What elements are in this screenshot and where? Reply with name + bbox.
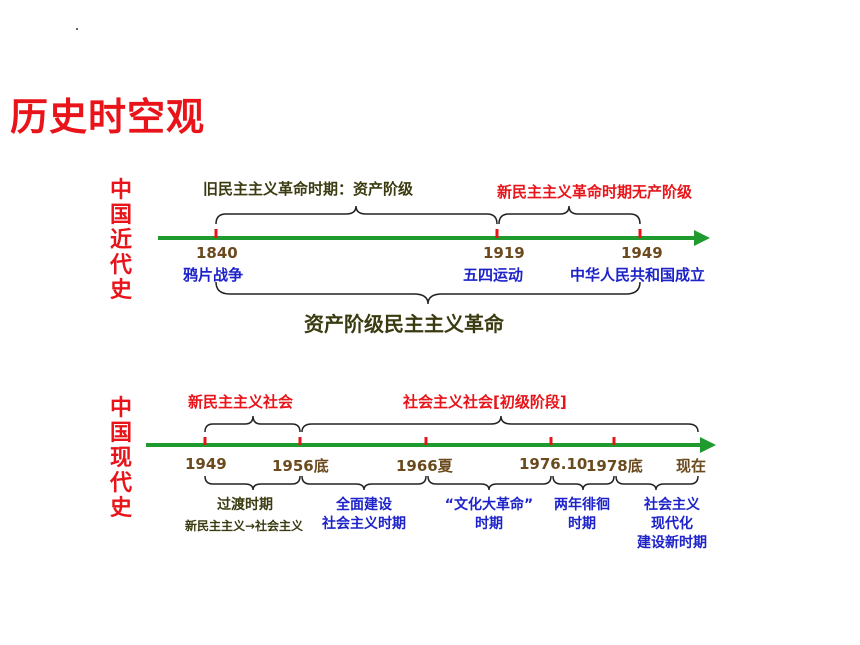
modern-old-democratic-period: 旧民主主义革命时期：资产阶级 bbox=[203, 180, 414, 198]
contemporary-year-1978: 1978底 bbox=[586, 457, 643, 475]
contemporary-transition-note: 新民主主义→社会主义 bbox=[185, 519, 304, 533]
contemporary-year-1956: 1956底 bbox=[272, 457, 329, 475]
modern-brace-bourgeois bbox=[215, 281, 641, 305]
modern-year-1949: 1949 bbox=[621, 244, 663, 262]
contemporary-modern-line1: 社会主义 bbox=[644, 497, 700, 513]
modern-history-side-label: 中国近代史 bbox=[109, 178, 132, 303]
contemporary-arrow-head bbox=[700, 437, 716, 453]
contemporary-brace-transition bbox=[204, 475, 301, 491]
contemporary-year-1976: 1976.10 bbox=[519, 455, 588, 473]
contemporary-cultural-line1: “文化大革命” bbox=[444, 497, 534, 513]
contemporary-brace-construction bbox=[301, 475, 427, 491]
contemporary-construction-line2: 社会主义时期 bbox=[322, 516, 406, 532]
modern-event-may-fourth: 五四运动 bbox=[463, 266, 524, 284]
modern-event-opium-war: 鸦片战争 bbox=[183, 266, 244, 284]
contemporary-modern-line2: 现代化 bbox=[651, 516, 693, 532]
contemporary-history-side-label: 中国现代史 bbox=[109, 396, 132, 521]
modern-year-1919: 1919 bbox=[483, 244, 525, 262]
contemporary-wandering-line2: 时期 bbox=[568, 516, 596, 532]
contemporary-now: 现在 bbox=[676, 457, 707, 475]
contemporary-socialist-society: 社会主义社会[初级阶段] bbox=[403, 393, 567, 411]
modern-year-1840: 1840 bbox=[196, 244, 238, 262]
modern-event-prc-founding: 中华人民共和国成立 bbox=[570, 266, 706, 284]
page-title: 历史时空观 bbox=[10, 95, 206, 139]
contemporary-year-1949: 1949 bbox=[185, 455, 227, 473]
contemporary-brace-socialist bbox=[301, 415, 699, 433]
contemporary-brace-new-democratic bbox=[204, 415, 301, 433]
contemporary-brace-modernization bbox=[615, 475, 699, 491]
contemporary-transition-period: 过渡时期 bbox=[217, 497, 273, 513]
modern-bourgeois-revolution-summary: 资产阶级民主主义革命 bbox=[304, 312, 504, 336]
contemporary-cultural-line2: 时期 bbox=[475, 516, 503, 532]
modern-brace-new-democratic bbox=[498, 205, 641, 225]
contemporary-year-1966: 1966夏 bbox=[396, 457, 453, 475]
contemporary-new-democratic-society: 新民主主义社会 bbox=[188, 393, 294, 411]
contemporary-brace-wandering bbox=[552, 475, 615, 491]
modern-new-democratic-period: 新民主主义革命时期无产阶级 bbox=[497, 183, 693, 201]
contemporary-modern-line3: 建设新时期 bbox=[637, 535, 707, 551]
decorative-dot bbox=[76, 28, 78, 30]
contemporary-construction-line1: 全面建设 bbox=[336, 497, 392, 513]
modern-arrow-head bbox=[694, 230, 710, 246]
modern-brace-old-democratic bbox=[215, 205, 498, 225]
contemporary-wandering-line1: 两年徘徊 bbox=[554, 497, 610, 513]
contemporary-brace-cultural bbox=[427, 475, 552, 491]
